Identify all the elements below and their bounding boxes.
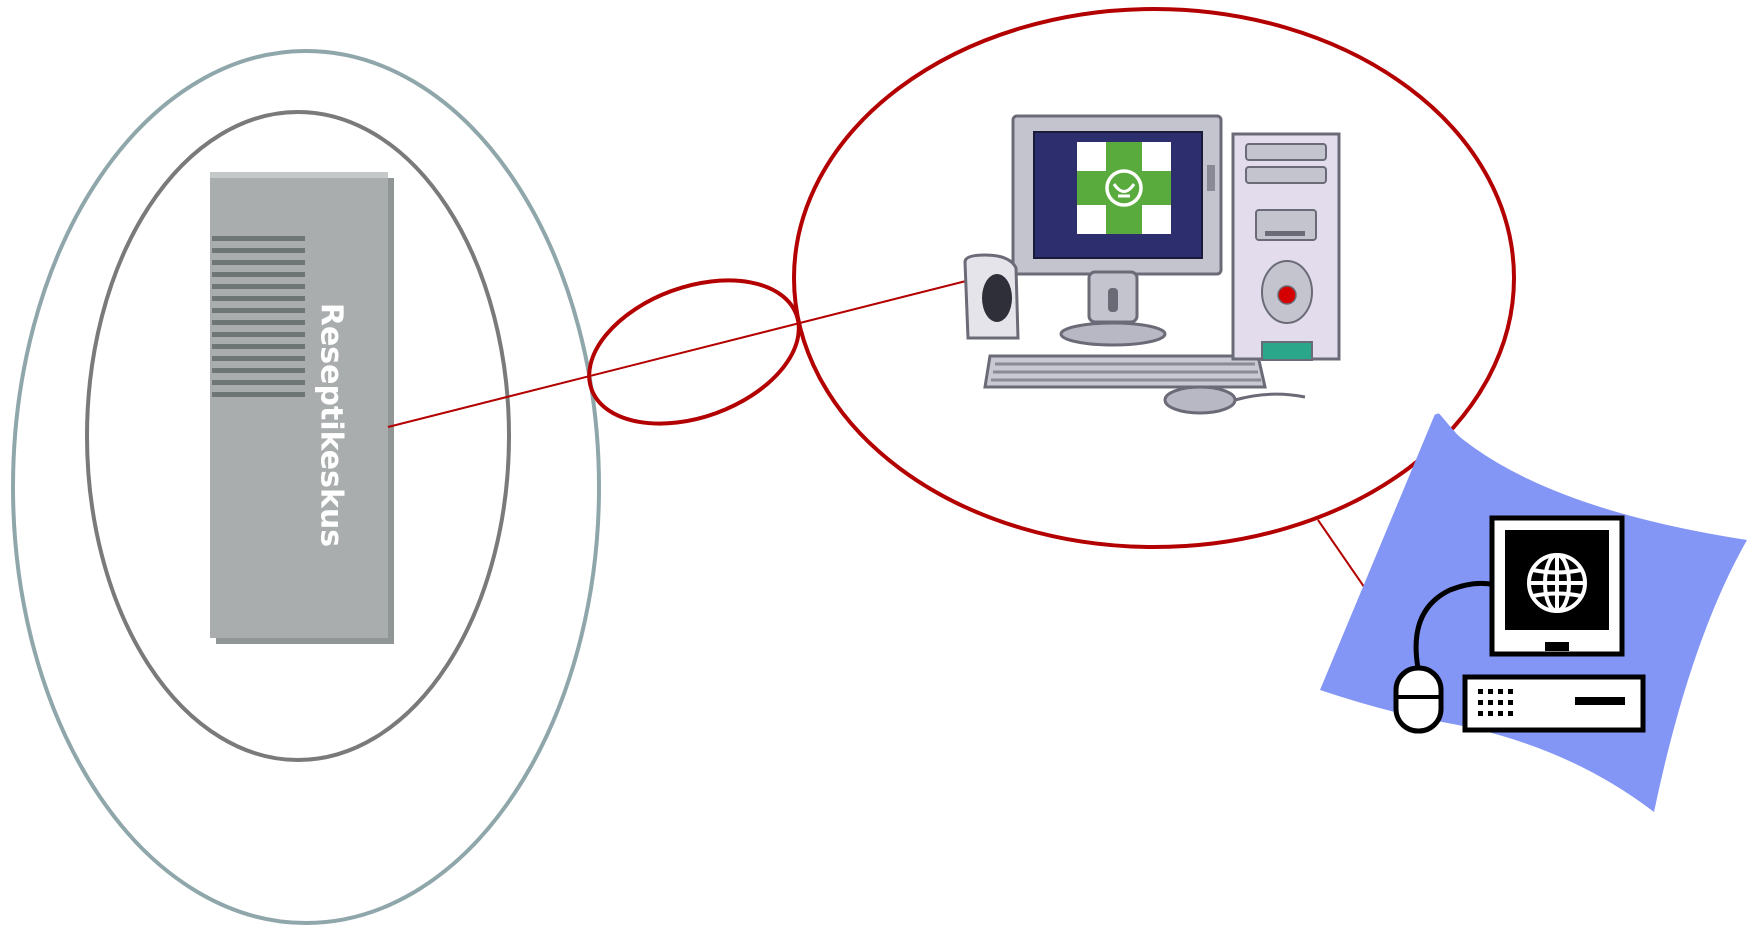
pharmacy-zone-ellipse — [794, 9, 1514, 547]
globe-icon — [1529, 555, 1585, 611]
pharmacy-computer-icon — [965, 116, 1339, 413]
server-to-pharmacy-link — [388, 280, 970, 427]
mouse-icon — [1396, 668, 1441, 731]
link-ellipse — [569, 254, 818, 451]
web-computer-icon — [1320, 414, 1747, 812]
server-icon: Reseptikeskus — [210, 172, 394, 644]
server-label: Reseptikeskus — [314, 303, 349, 547]
pharmacy-cross-icon — [1077, 142, 1171, 234]
